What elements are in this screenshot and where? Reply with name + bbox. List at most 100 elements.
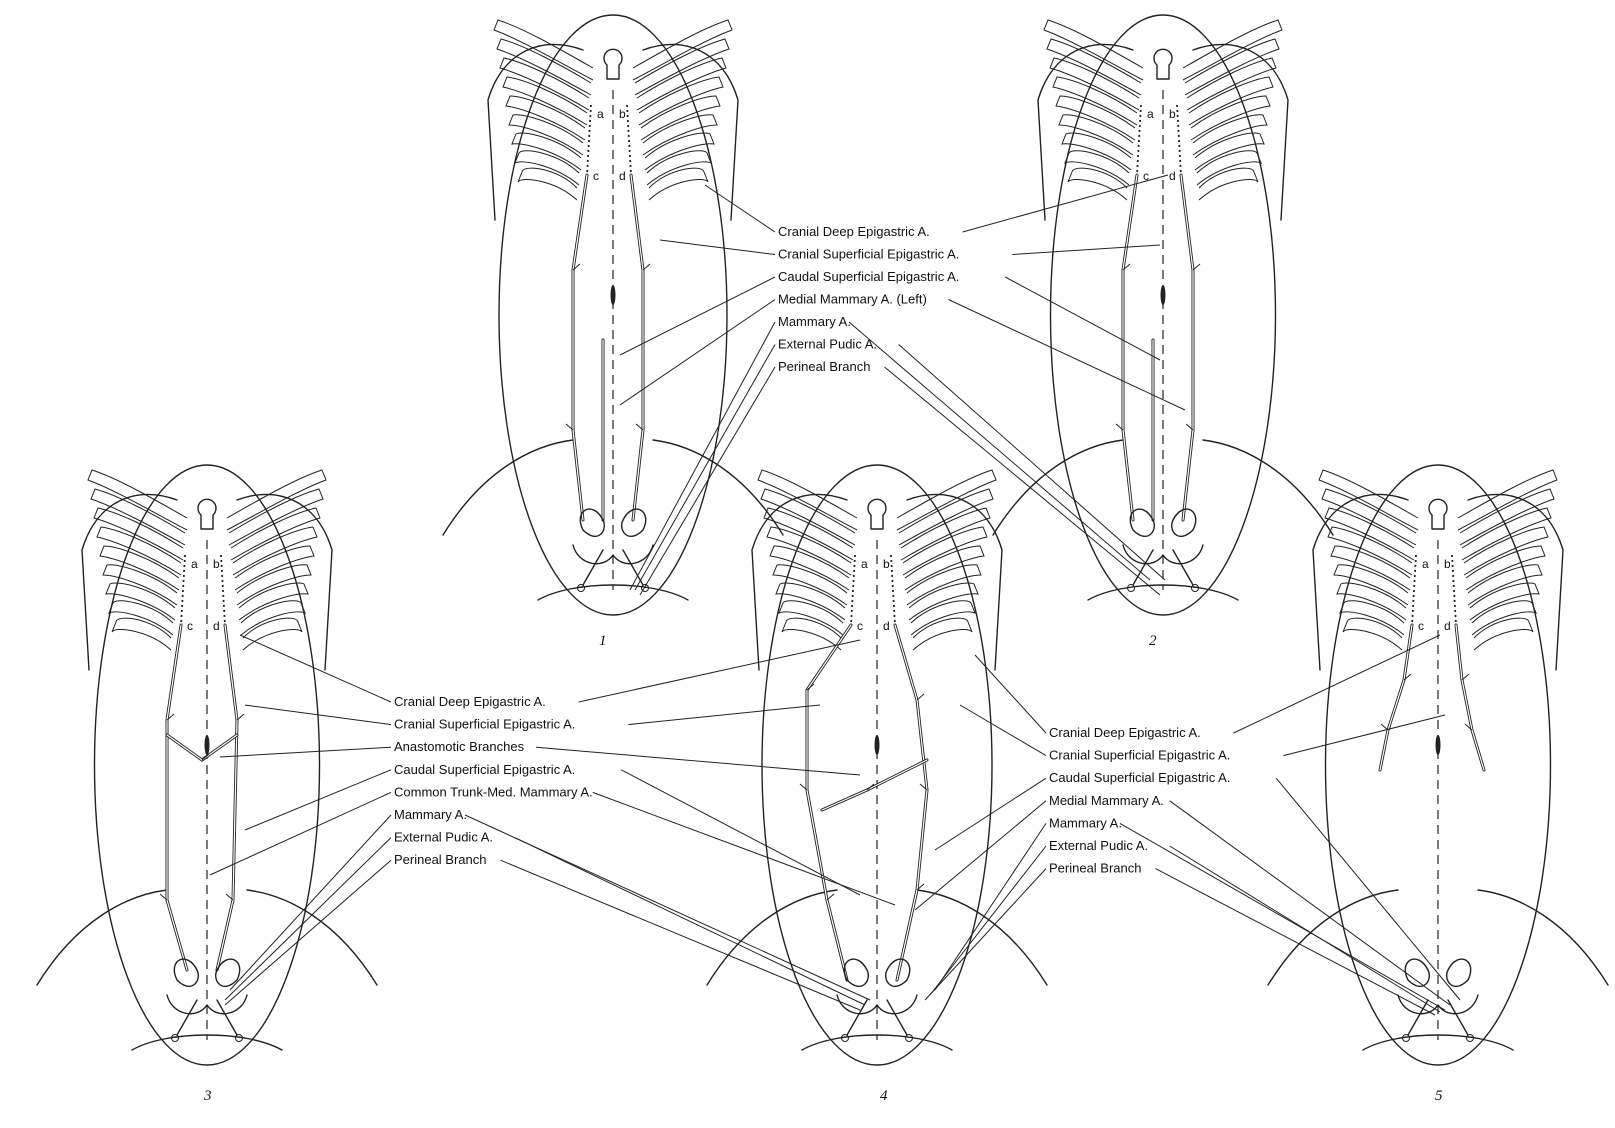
deep-epigastric-right bbox=[1452, 555, 1456, 625]
leader-line bbox=[635, 345, 775, 591]
deep-epigastric-left bbox=[1412, 555, 1416, 625]
artery-lumen bbox=[1181, 175, 1193, 520]
anatomy-label: Caudal Superficial Epigastric A. bbox=[778, 269, 959, 284]
rib-outline bbox=[518, 168, 577, 200]
rib-outline bbox=[237, 565, 311, 605]
leader-line bbox=[225, 860, 391, 1005]
deep-epigastric-right bbox=[891, 555, 895, 625]
pudic-stub bbox=[887, 1000, 907, 1035]
leader-line bbox=[220, 747, 391, 757]
anatomy-label: Caudal Superficial Epigastric A. bbox=[394, 762, 575, 777]
mammary-gland bbox=[1447, 959, 1471, 986]
rib-outline bbox=[97, 527, 181, 575]
anatomy-label: Mammary A. bbox=[778, 314, 851, 329]
leader-line bbox=[1276, 778, 1460, 1000]
xiphoid bbox=[198, 499, 216, 529]
rib-outline bbox=[1193, 115, 1267, 155]
limb-outline bbox=[443, 440, 573, 535]
artery bbox=[217, 625, 237, 970]
anatomy-label: Mammary A. bbox=[394, 807, 467, 822]
artery bbox=[1456, 625, 1484, 770]
umbilicus bbox=[1161, 285, 1166, 305]
rib-outline bbox=[649, 168, 708, 200]
corner-letter: a bbox=[1147, 107, 1154, 121]
corner-letter: d bbox=[1444, 619, 1451, 633]
leader-line bbox=[536, 747, 860, 775]
limb-outline bbox=[247, 890, 377, 985]
panel-number: 3 bbox=[203, 1088, 212, 1104]
corner-letter: b bbox=[1444, 557, 1451, 571]
leader-line bbox=[925, 869, 1046, 1000]
deep-epigastric-right bbox=[221, 555, 225, 625]
pudic-stub bbox=[217, 1000, 237, 1035]
rib-outline bbox=[773, 565, 847, 605]
labels-right: Cranial Deep Epigastric A. Cranial Superf… bbox=[1049, 725, 1230, 876]
rib-outline bbox=[1343, 618, 1402, 650]
leader-line bbox=[579, 640, 860, 702]
anatomy-label: Cranial Superficial Epigastric A. bbox=[778, 247, 959, 262]
anatomy-label: Cranial Deep Epigastric A. bbox=[1049, 725, 1201, 740]
umbilicus bbox=[205, 735, 210, 755]
artery bbox=[807, 625, 851, 980]
artery-lumen bbox=[1456, 625, 1484, 770]
leader-line bbox=[225, 838, 391, 1000]
rib-outline bbox=[903, 527, 987, 575]
corner-letter: c bbox=[857, 619, 863, 633]
leader-line bbox=[1234, 635, 1440, 733]
corner-letter: b bbox=[213, 557, 220, 571]
anatomy-label: Caudal Superficial Epigastric A. bbox=[1049, 770, 1230, 785]
leader-line bbox=[628, 705, 820, 725]
labels-top: Cranial Deep Epigastric A. Cranial Superf… bbox=[778, 224, 959, 374]
pudic-stub bbox=[847, 1000, 867, 1035]
rib-outline bbox=[1328, 527, 1412, 575]
artery bbox=[1123, 175, 1137, 520]
anatomy-label: Perineal Branch bbox=[778, 359, 871, 374]
corner-letter: c bbox=[1418, 619, 1424, 633]
rib-outline bbox=[1059, 115, 1133, 155]
corner-letter: a bbox=[191, 557, 198, 571]
pudic-stub bbox=[1448, 1000, 1468, 1035]
deep-epigastric-left bbox=[851, 555, 855, 625]
leader-line bbox=[210, 792, 391, 875]
leader-line bbox=[975, 655, 1046, 733]
rib-outline bbox=[639, 77, 723, 125]
leader-line bbox=[1170, 801, 1450, 1005]
pudic-stub bbox=[623, 550, 643, 585]
rib-outline bbox=[1189, 77, 1273, 125]
rib-outline bbox=[1464, 527, 1548, 575]
artery-lumen bbox=[1380, 625, 1412, 770]
deep-epigastric-right bbox=[1177, 105, 1181, 175]
pudic-stub bbox=[583, 550, 603, 585]
anatomy-label: Cranial Deep Epigastric A. bbox=[778, 224, 930, 239]
diagram-panel: abcd2 bbox=[993, 15, 1333, 649]
corner-letter: b bbox=[883, 557, 890, 571]
artery-lumen bbox=[895, 625, 927, 980]
rib-outline bbox=[1334, 565, 1408, 605]
rib-outline bbox=[1199, 168, 1258, 200]
anatomy-label: Cranial Superficial Epigastric A. bbox=[1049, 748, 1230, 763]
corner-letter: a bbox=[597, 107, 604, 121]
anatomy-label: Perineal Branch bbox=[1049, 861, 1142, 876]
xiphoid bbox=[604, 49, 622, 79]
limb-outline bbox=[37, 890, 167, 985]
artery-twig bbox=[917, 694, 924, 700]
panel-number: 4 bbox=[880, 1088, 888, 1104]
xiphoid bbox=[1154, 49, 1172, 79]
rib-outline bbox=[643, 115, 717, 155]
pudic-stub bbox=[1408, 1000, 1428, 1035]
corner-letter: b bbox=[619, 107, 626, 121]
limb-outline bbox=[1478, 890, 1608, 985]
rib-outline bbox=[1468, 565, 1542, 605]
leader-line bbox=[515, 838, 865, 1005]
anatomy-label: Perineal Branch bbox=[394, 852, 487, 867]
corner-letter: c bbox=[593, 169, 599, 183]
rib-outline bbox=[1474, 618, 1533, 650]
rib-outline bbox=[907, 565, 981, 605]
anatomy-label: External Pudic A. bbox=[394, 830, 493, 845]
leader-line bbox=[640, 367, 775, 595]
rib-outline bbox=[103, 565, 177, 605]
leader-line bbox=[1283, 715, 1445, 756]
corner-letter: d bbox=[1169, 169, 1176, 183]
